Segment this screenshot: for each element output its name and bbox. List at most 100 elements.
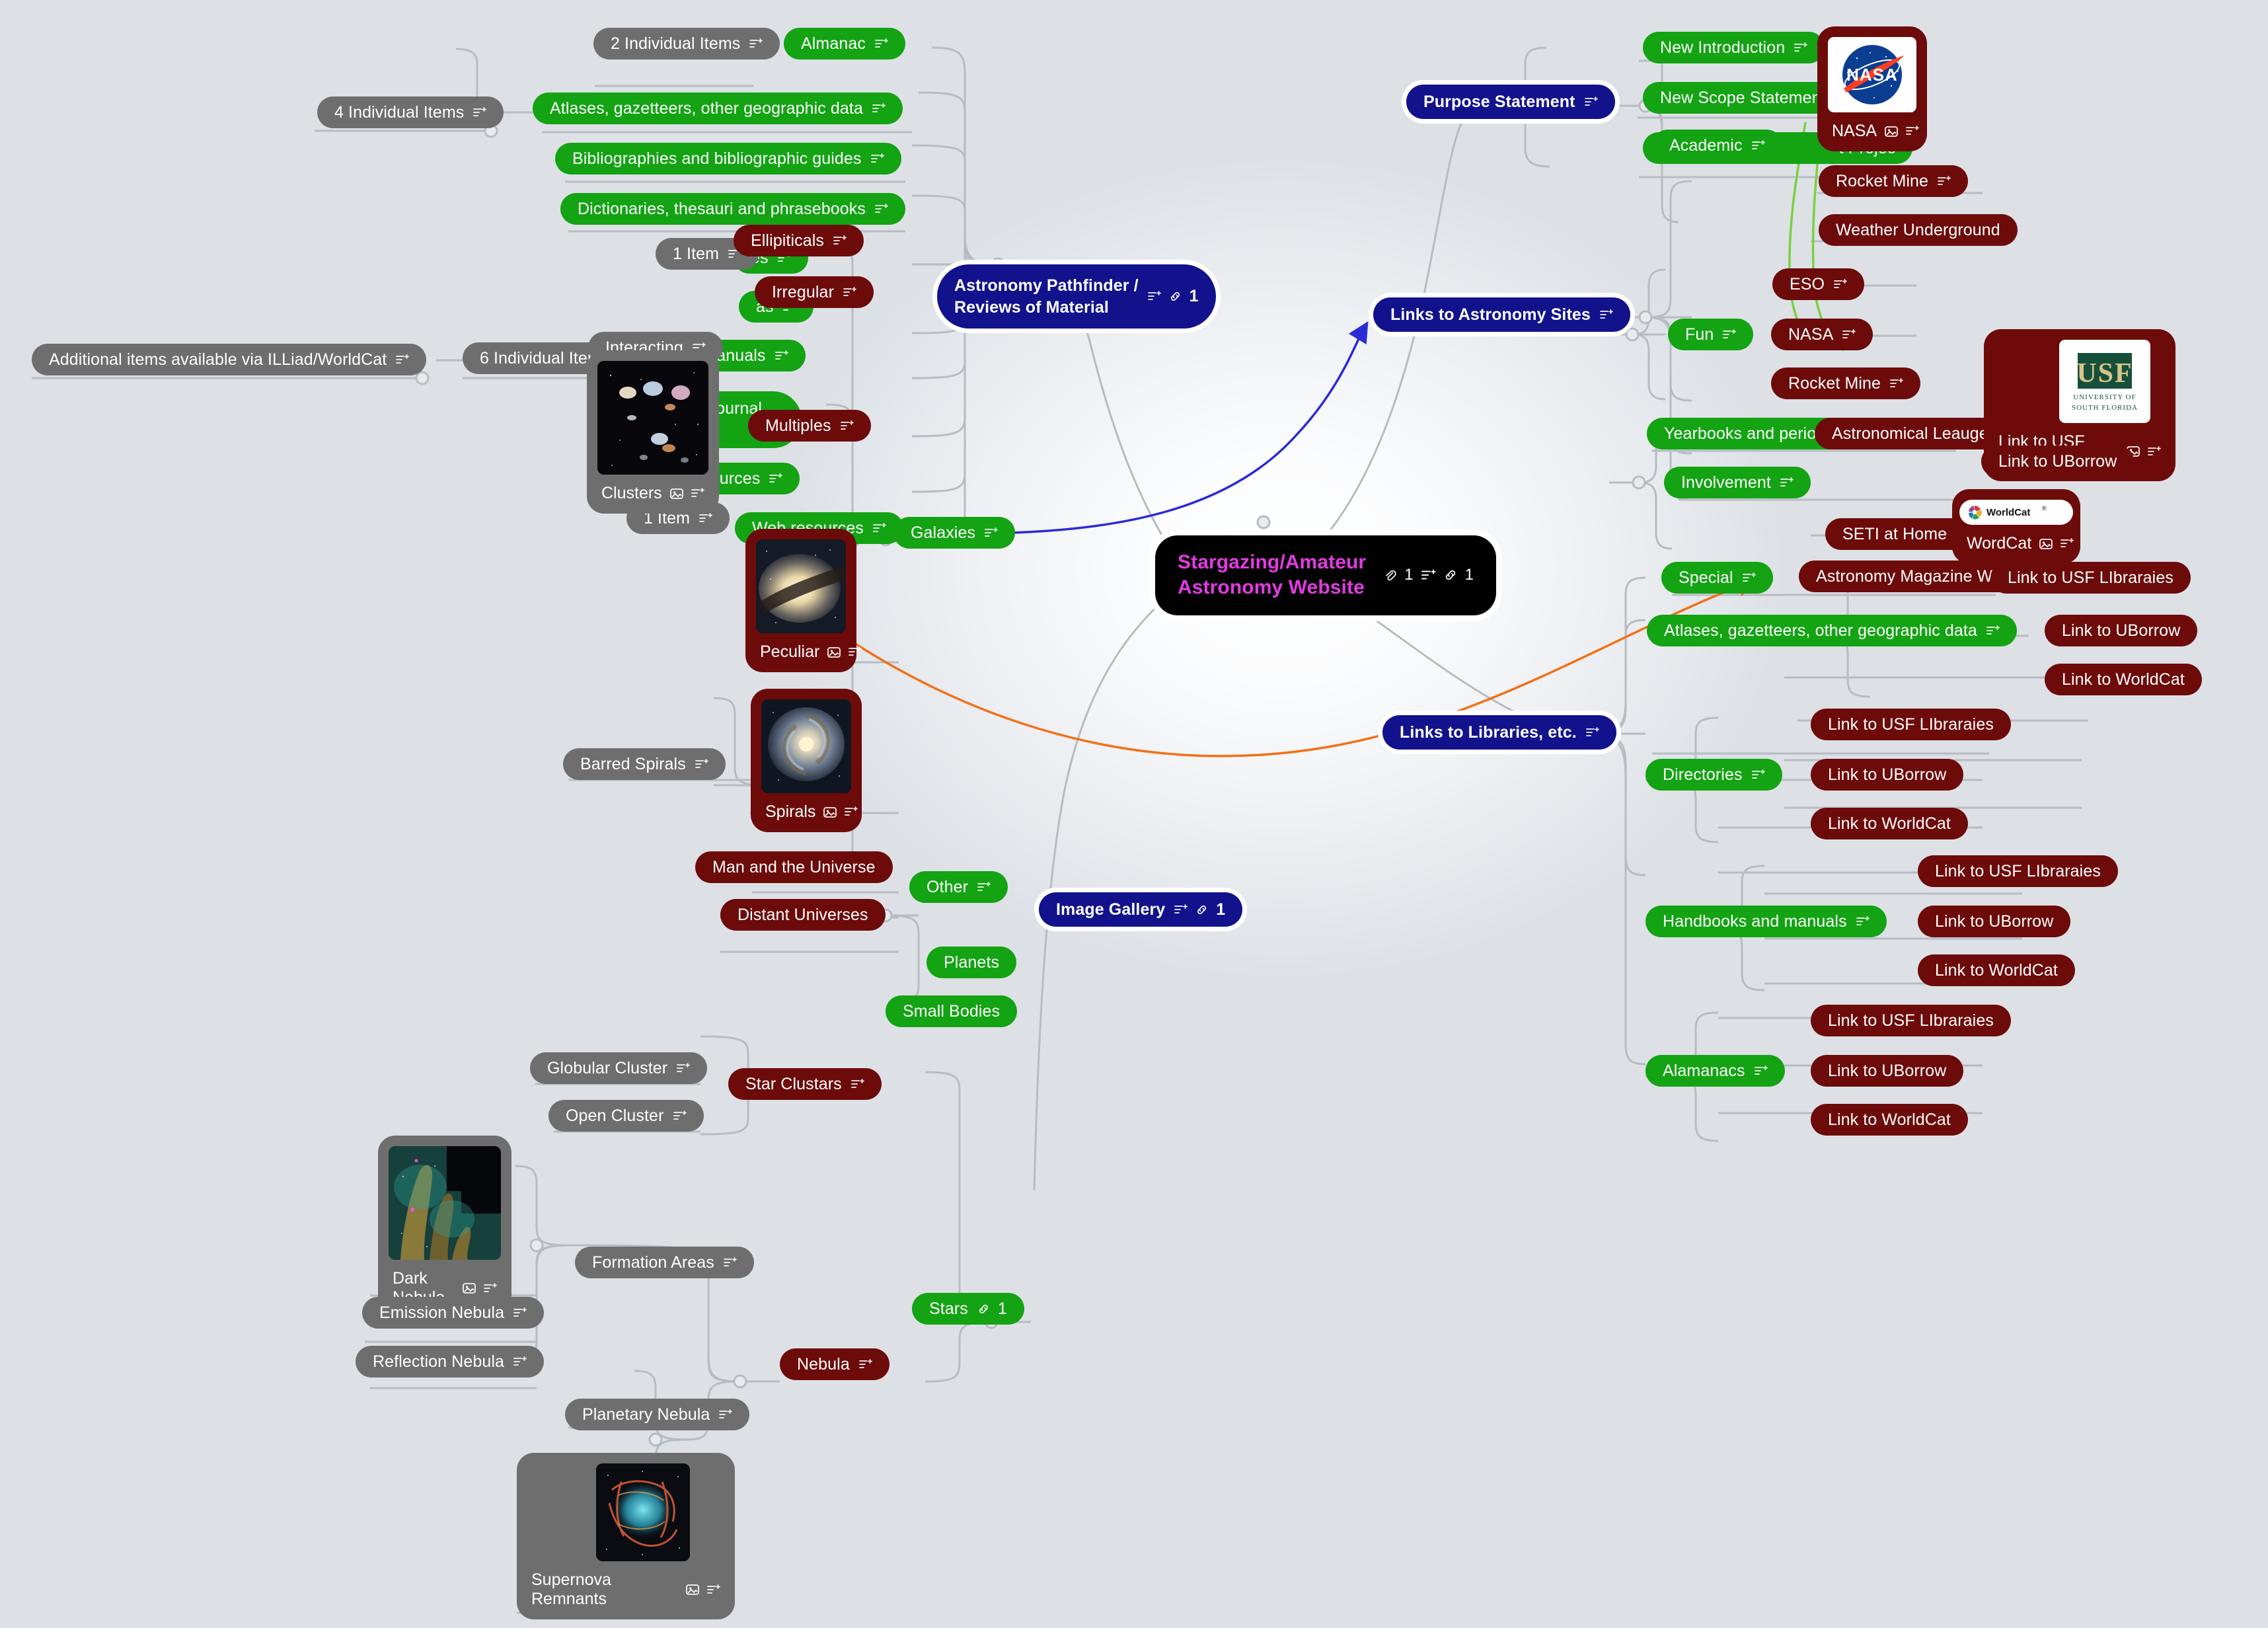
node-directories-right[interactable]: Directories bbox=[1645, 759, 1782, 791]
note-icon[interactable] bbox=[513, 1307, 527, 1319]
note-icon[interactable] bbox=[873, 522, 886, 534]
node-handbooks-right[interactable]: Handbooks and manuals bbox=[1645, 906, 1887, 937]
note-icon[interactable] bbox=[1751, 769, 1765, 781]
node-atlases-left[interactable]: Atlases, gazetteers, other geographic da… bbox=[533, 93, 903, 124]
card-wordcat[interactable]: WorldCat ® WordCat bbox=[1952, 489, 2080, 564]
note-icon[interactable] bbox=[840, 420, 854, 432]
node-link-worldcat-alamanacs[interactable]: Link to WorldCat bbox=[1811, 1104, 1968, 1136]
node-special[interactable]: Special bbox=[1661, 562, 1773, 594]
note-icon[interactable] bbox=[1751, 139, 1765, 151]
note-icon[interactable] bbox=[1421, 569, 1436, 582]
pathfinder-icons[interactable]: 1 bbox=[1147, 288, 1199, 305]
node-eso[interactable]: ESO bbox=[1772, 268, 1865, 300]
node-links-astronomy-sites[interactable]: Links to Astronomy Sites bbox=[1373, 297, 1630, 332]
node-galaxies[interactable]: Galaxies bbox=[893, 517, 1016, 549]
node-ellipticals[interactable]: Ellipiticals bbox=[734, 225, 864, 256]
node-link-uborrow-top[interactable]: Link to UBorrow bbox=[1981, 446, 2135, 477]
node-rocket-mine-top[interactable]: Rocket Mine bbox=[1819, 165, 1969, 197]
node-barred-spirals[interactable]: Barred Spirals bbox=[563, 748, 726, 780]
root-node[interactable]: Stargazing/Amateur Astronomy Website 1 1 bbox=[1155, 535, 1497, 615]
note-icon[interactable] bbox=[396, 354, 410, 366]
card-peculiar[interactable]: Peculiar bbox=[745, 529, 862, 672]
note-icon[interactable] bbox=[1834, 278, 1848, 290]
note-icon[interactable] bbox=[1890, 377, 1903, 389]
node-irregular[interactable]: Irregular bbox=[755, 276, 874, 308]
node-open-cluster[interactable]: Open Cluster bbox=[548, 1100, 704, 1132]
note-icon[interactable] bbox=[1742, 572, 1756, 584]
note-icon[interactable] bbox=[484, 1282, 497, 1294]
note-icon[interactable] bbox=[1585, 726, 1599, 738]
node-link-usf-libraries-directories[interactable]: Link to USF LIbraraies bbox=[1811, 709, 2011, 740]
note-icon[interactable] bbox=[849, 646, 862, 658]
node-link-worldcat-atlases[interactable]: Link to WorldCat bbox=[2045, 664, 2202, 695]
image-icon[interactable] bbox=[686, 1584, 699, 1596]
node-multiples[interactable]: Multiples bbox=[748, 410, 871, 442]
note-icon[interactable] bbox=[1906, 126, 1919, 137]
image-icon[interactable] bbox=[463, 1282, 476, 1294]
image-icon[interactable] bbox=[827, 646, 841, 658]
note-icon[interactable] bbox=[845, 806, 858, 818]
note-icon[interactable] bbox=[1856, 915, 1870, 927]
note-icon[interactable] bbox=[875, 38, 888, 50]
node-fun[interactable]: Fun bbox=[1668, 319, 1754, 350]
node-4-individual-items[interactable]: 4 Individual Items bbox=[317, 97, 504, 128]
node-nebula[interactable]: Nebula bbox=[780, 1348, 889, 1380]
node-nasa[interactable]: NASA bbox=[1771, 319, 1873, 350]
link-icon[interactable] bbox=[1169, 290, 1182, 303]
root-icons[interactable]: 1 1 bbox=[1383, 567, 1474, 583]
note-icon[interactable] bbox=[1584, 96, 1598, 108]
note-icon[interactable] bbox=[719, 1409, 733, 1420]
node-link-uborrow-atlases[interactable]: Link to UBorrow bbox=[2045, 615, 2198, 646]
note-icon[interactable] bbox=[775, 350, 788, 362]
node-involvement[interactable]: Involvement bbox=[1664, 467, 1811, 498]
note-icon[interactable] bbox=[673, 1110, 687, 1122]
card-dark-nebula[interactable]: Dark Nebula bbox=[378, 1136, 511, 1318]
note-icon[interactable] bbox=[2148, 446, 2161, 457]
node-small-bodies[interactable]: Small Bodies bbox=[886, 995, 1018, 1027]
node-dictionaries[interactable]: Dictionaries, thesauri and phrasebooks bbox=[560, 193, 905, 225]
note-icon[interactable] bbox=[695, 758, 708, 770]
attachment-icon[interactable] bbox=[1383, 568, 1396, 582]
note-icon[interactable] bbox=[749, 38, 763, 50]
image-icon[interactable] bbox=[2039, 538, 2053, 550]
node-additional-items[interactable]: Additional items available via ILLiad/Wo… bbox=[32, 344, 427, 375]
note-icon[interactable] bbox=[870, 153, 884, 165]
link-icon[interactable] bbox=[1195, 904, 1208, 916]
node-rocket-mine[interactable]: Rocket Mine bbox=[1771, 368, 1921, 399]
note-icon[interactable] bbox=[1794, 42, 1808, 54]
node-planetary-nebula[interactable]: Planetary Nebula bbox=[565, 1399, 750, 1430]
image-icon[interactable] bbox=[1885, 126, 1898, 137]
node-astronomy-pathfinder[interactable]: Astronomy Pathfinder / Reviews of Materi… bbox=[937, 264, 1216, 329]
node-link-usf-libraries-handbooks[interactable]: Link to USF LIbraraies bbox=[1918, 855, 2118, 887]
node-atlases-right[interactable]: Atlases, gazetteers, other geographic da… bbox=[1647, 615, 2017, 646]
node-image-gallery[interactable]: Image Gallery 1 bbox=[1039, 892, 1243, 927]
node-stars[interactable]: Stars 1 bbox=[912, 1293, 1024, 1325]
node-purpose-statement[interactable]: Purpose Statement bbox=[1406, 85, 1615, 119]
note-icon[interactable] bbox=[1174, 904, 1188, 915]
note-icon[interactable] bbox=[1147, 291, 1161, 302]
link-count[interactable]: 1 bbox=[977, 1300, 1007, 1317]
node-emission-nebula[interactable]: Emission Nebula bbox=[362, 1297, 545, 1329]
image-icon[interactable] bbox=[823, 806, 837, 818]
note-icon[interactable] bbox=[875, 203, 888, 215]
note-icon[interactable] bbox=[473, 106, 487, 118]
note-icon[interactable] bbox=[1780, 477, 1794, 488]
node-almanac[interactable]: Almanac bbox=[784, 28, 905, 59]
node-new-introduction[interactable]: New Introduction bbox=[1643, 32, 1825, 63]
node-new-scope-statement[interactable]: New Scope Statement bbox=[1643, 82, 1843, 114]
node-astronomical-league[interactable]: Astronomical Leauge bbox=[1815, 418, 2006, 449]
node-other[interactable]: Other bbox=[909, 871, 1008, 903]
note-icon[interactable] bbox=[1600, 309, 1613, 321]
note-icon[interactable] bbox=[985, 527, 998, 539]
node-link-usf-libraries-alamanacs[interactable]: Link to USF LIbraraies bbox=[1811, 1005, 2011, 1036]
node-weather-underground[interactable]: Weather Underground bbox=[1819, 214, 2018, 246]
node-man-and-the-universe[interactable]: Man and the Universe bbox=[695, 851, 893, 883]
note-icon[interactable] bbox=[858, 1358, 872, 1370]
note-icon[interactable] bbox=[1986, 625, 2000, 637]
node-reflection-nebula[interactable]: Reflection Nebula bbox=[356, 1346, 545, 1377]
node-links-libraries[interactable]: Links to Libraries, etc. bbox=[1382, 715, 1616, 750]
note-icon[interactable] bbox=[724, 1257, 737, 1268]
note-icon[interactable] bbox=[1938, 175, 1951, 187]
node-star-clustars[interactable]: Star Clustars bbox=[728, 1068, 882, 1100]
note-icon[interactable] bbox=[769, 473, 783, 485]
